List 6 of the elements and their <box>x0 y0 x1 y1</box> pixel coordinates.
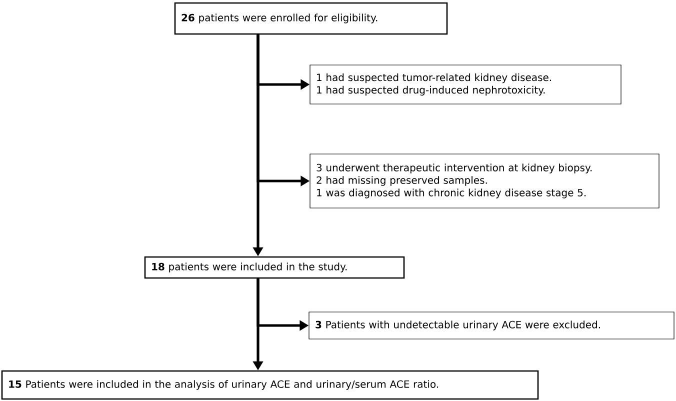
exclusion-box: 1 had suspected tumor-related kidney disease. 1 had suspected drug-induced nephrotoxicity. <box>310 64 622 104</box>
exclusion-box: 3 underwent therapeutic intervention at kidney biopsy. 2 had missing preserved samples. 1 was diagnosed with chronic kidney disease stage 5. <box>310 154 660 208</box>
flow-box: 18 patients were included in the study. <box>144 256 405 279</box>
exclusion-box: 3 Patients with undetectable urinary ACE were excluded. <box>308 312 674 340</box>
flow-box: 26 patients were enrolled for eligibility. <box>174 2 448 35</box>
flow-box: 15 Patients were included in the analysis of urinary ACE and urinary/serum ACE ratio. <box>1 370 539 400</box>
